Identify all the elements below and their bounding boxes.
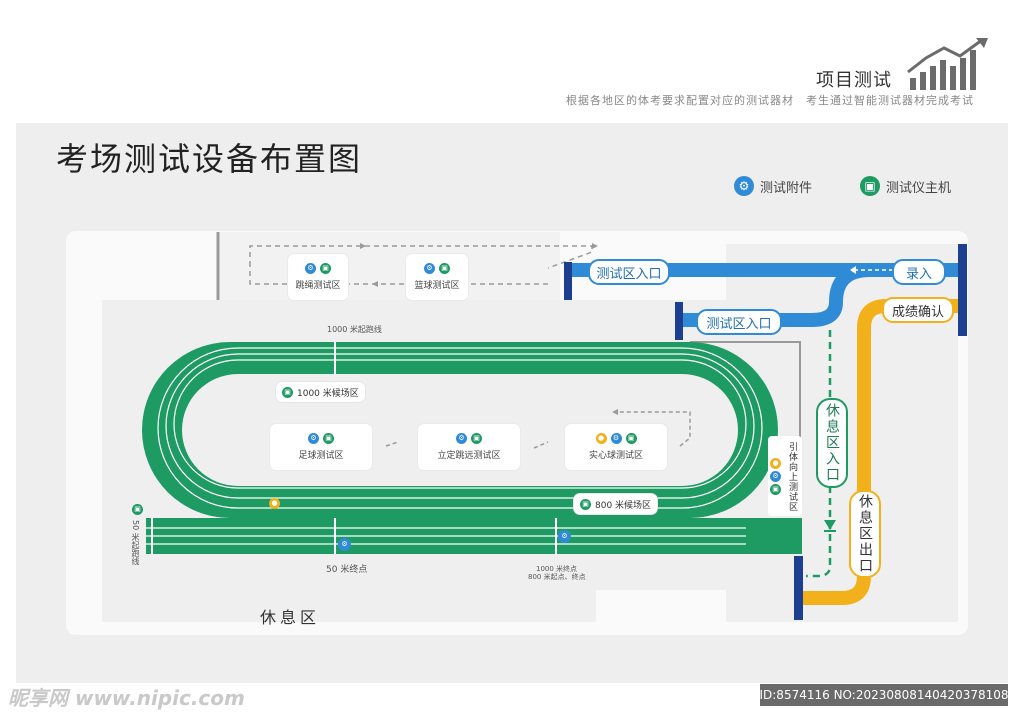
watermark-id: ID:8574116 NO:20230808140420378108 xyxy=(759,684,1009,706)
exit-path xyxy=(800,299,958,605)
wait-area-1000[interactable]: ▣ 1000 米候场区 xyxy=(276,382,365,402)
entry-gate-lower xyxy=(675,302,683,340)
main-gate xyxy=(958,244,967,336)
gear-icon: ⚙ xyxy=(456,433,467,444)
label-start-1000: 1000 米起跑线 xyxy=(327,325,382,334)
wait-area-1000-label: 1000 米候场区 xyxy=(297,388,359,399)
device-host-icon: ▣ xyxy=(439,263,450,274)
device-host-icon: ▣ xyxy=(471,433,482,444)
gear-icon: ⚙ xyxy=(558,530,571,543)
register-pill[interactable]: 录入 xyxy=(892,259,946,285)
flow-arrow xyxy=(385,441,399,447)
zone-medicine-ball-label: 实心球测试区 xyxy=(588,451,643,461)
device-host-icon: ▣ xyxy=(860,176,880,196)
upper-floor xyxy=(220,232,560,300)
zone-football-label: 足球测试区 xyxy=(298,451,344,461)
zone-pullup[interactable]: ● ⚙ ▣ 引体向上测试区 xyxy=(768,436,802,516)
gear-icon: ⚙ xyxy=(734,176,754,196)
pullup-icons: ● ⚙ ▣ xyxy=(770,458,781,495)
track-lane-line xyxy=(173,359,747,489)
ball-icon: ● xyxy=(770,458,781,469)
wait-area-800-label: 800 米候场区 xyxy=(595,500,652,511)
legend-accessory-label: 测试附件 xyxy=(760,180,813,196)
zone-rope-label: 跳绳测试区 xyxy=(295,281,341,291)
confirm-pill[interactable]: 成绩确认 xyxy=(882,297,954,323)
legend-host: ▣ 测试仪主机 xyxy=(860,176,951,196)
legend-host-label: 测试仪主机 xyxy=(886,180,952,196)
wait-area-800[interactable]: ▣ 800 米候场区 xyxy=(574,494,658,514)
header-subtitle: 根据各地区的体考要求配置对应的测试器材 考生通过智能测试器材完成考试 xyxy=(566,94,974,107)
device-host-icon: ▣ xyxy=(323,433,334,444)
zone-long-jump-label: 立定跳远测试区 xyxy=(437,451,501,461)
rest-floor xyxy=(102,590,596,622)
device-host-icon: ▣ xyxy=(580,498,591,510)
rest-entry-path xyxy=(806,330,832,578)
rest-area-label: 休息区 xyxy=(260,608,321,627)
device-host-icon: ▣ xyxy=(320,263,331,274)
gear-icon: ⚙ xyxy=(338,538,351,551)
entrance-pill-2[interactable]: 测试区入口 xyxy=(696,309,782,335)
rest-gate xyxy=(794,556,803,620)
zone-long-jump[interactable]: ⚙ ▣ 立定跳远测试区 xyxy=(418,424,520,470)
watermark-site: 昵享网 www.nipic.com xyxy=(8,686,245,710)
zone-basketball[interactable]: ⚙ ▣ 篮球测试区 xyxy=(406,254,468,300)
label-end-1000: 1000 米终点 xyxy=(536,565,578,573)
zone-basketball-label: 篮球测试区 xyxy=(414,281,460,291)
zone-football[interactable]: ⚙ ▣ 足球测试区 xyxy=(270,424,372,470)
wall-pullup xyxy=(690,341,801,440)
ball-icon: ● xyxy=(269,498,280,509)
gear-icon: ⚙ xyxy=(308,433,319,444)
zone-rope[interactable]: ⚙ ▣ 跳绳测试区 xyxy=(288,254,348,300)
entrance-pill-1[interactable]: 测试区入口 xyxy=(588,259,670,285)
bar-chart-logo-icon xyxy=(907,38,988,90)
legend-accessory: ⚙ 测试附件 xyxy=(734,176,812,196)
ball-icon: ● xyxy=(595,433,607,444)
track-lane-line xyxy=(157,347,763,509)
device-host-icon: ▣ xyxy=(770,484,781,495)
device-host-icon: ▣ xyxy=(132,504,143,515)
label-start-50: 50 米起跑线 xyxy=(131,520,140,565)
entry-gate-upper xyxy=(564,262,572,300)
gear-icon: ⚙ xyxy=(610,433,622,444)
zone-medicine-ball[interactable]: ●⚙▣ 实心球测试区 xyxy=(565,424,667,470)
rest-entrance-pill[interactable]: 休息区入口 xyxy=(816,398,848,488)
gear-icon: ⚙ xyxy=(305,263,316,274)
gear-icon: ⚙ xyxy=(424,263,435,274)
label-end-800: 800 米起点、终点 xyxy=(528,573,586,581)
rest-exit-pill[interactable]: 休息区出口 xyxy=(849,490,881,578)
track-lane-line xyxy=(165,353,755,499)
zone-pullup-label: 引体向上测试区 xyxy=(787,442,797,512)
header-title: 项目测试 xyxy=(816,70,892,91)
flow-arrow xyxy=(533,441,549,449)
page-title: 考场测试设备布置图 xyxy=(56,140,363,178)
label-end-50: 50 米终点 xyxy=(326,565,368,575)
gear-icon: ⚙ xyxy=(770,471,781,482)
device-host-icon: ▣ xyxy=(282,386,293,398)
device-host-icon: ▣ xyxy=(625,433,637,444)
